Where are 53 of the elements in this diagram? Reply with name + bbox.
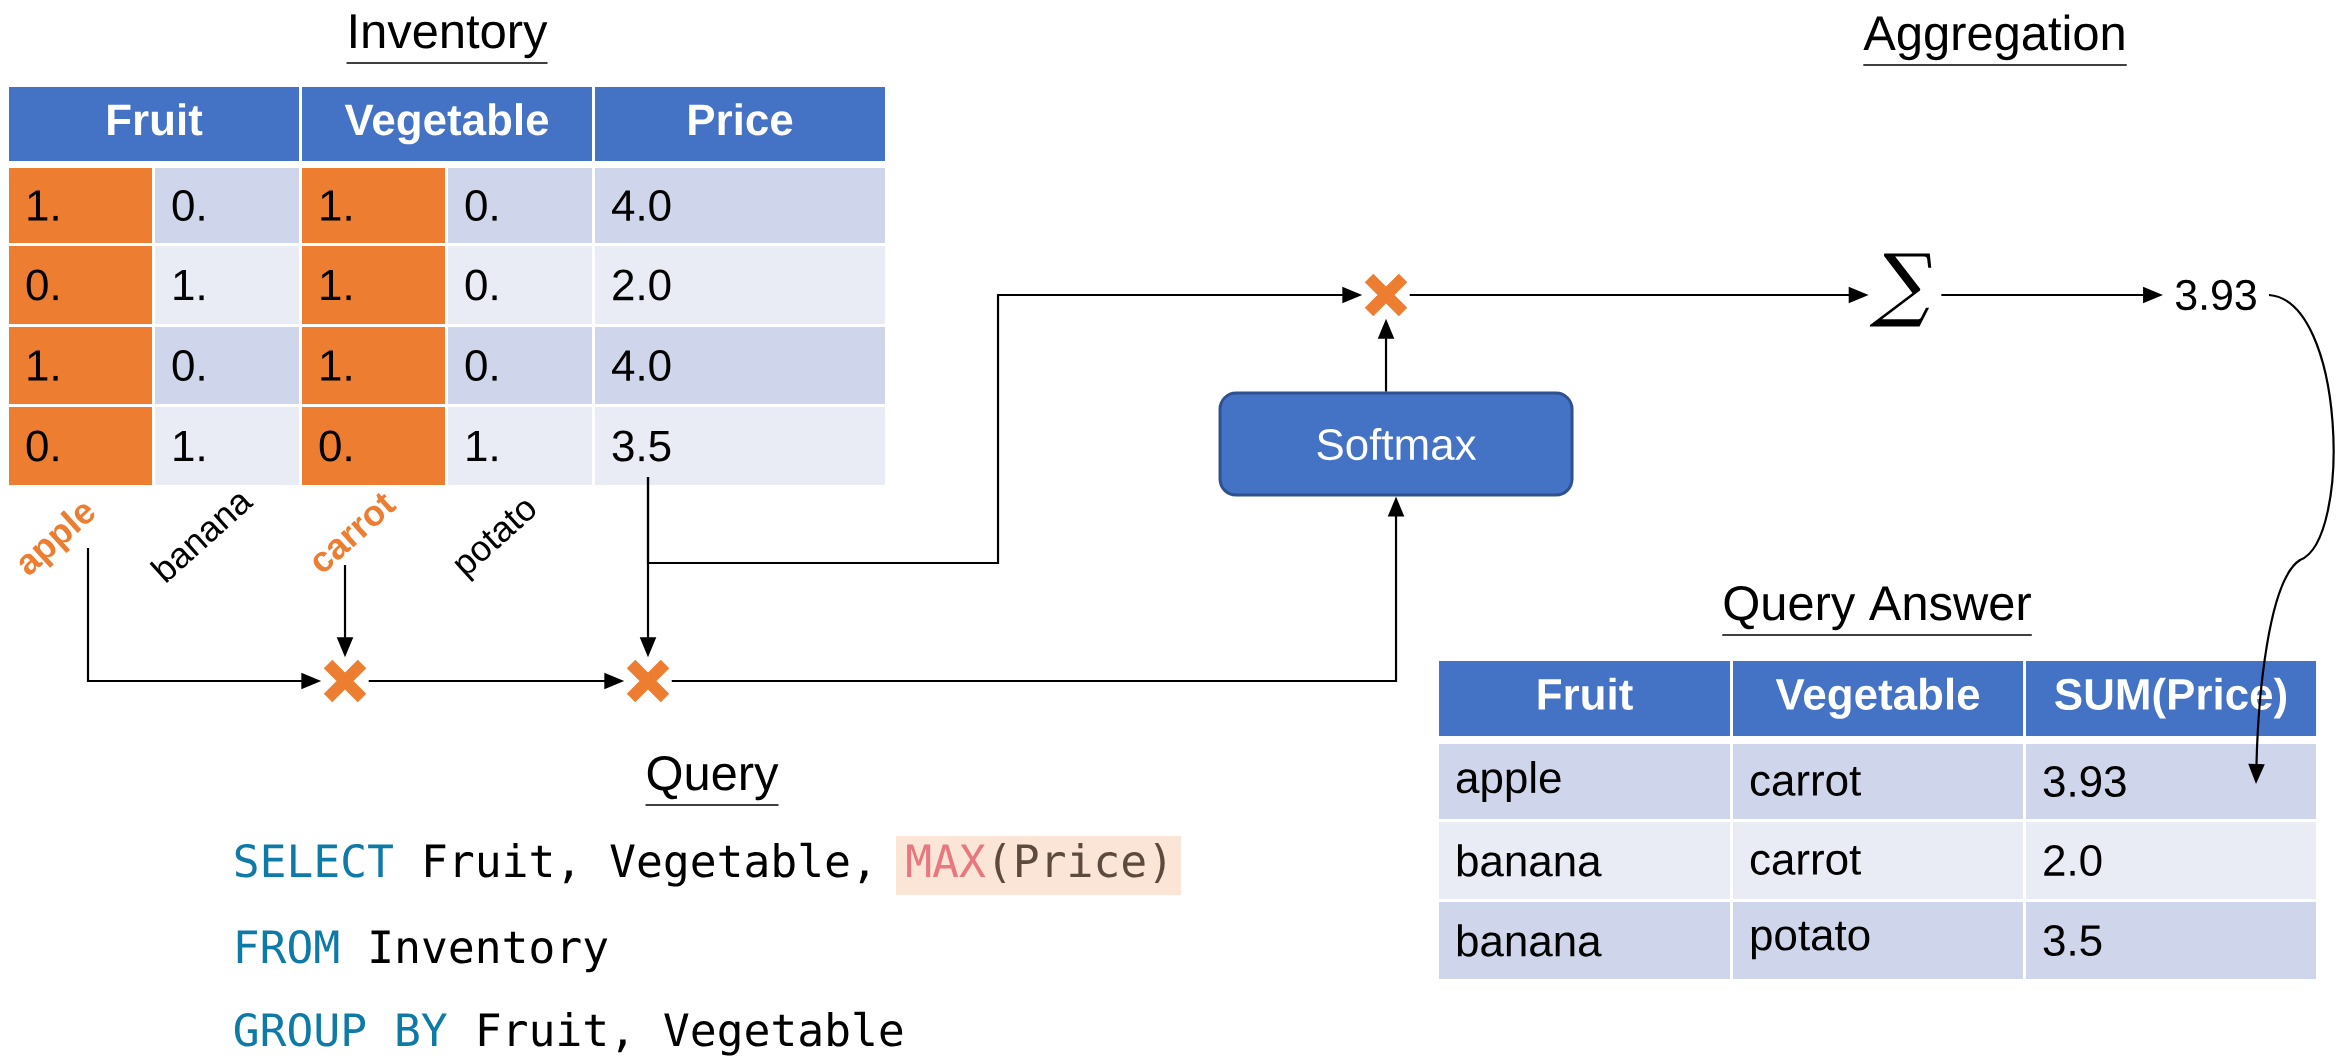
table-cell: 0. xyxy=(448,327,592,404)
node-label: Query Answer xyxy=(1724,585,2031,631)
table-cell: 0. xyxy=(302,407,445,485)
table-cell: banana xyxy=(1439,822,1731,899)
section-title: Query xyxy=(644,755,780,806)
table-cell: 1. xyxy=(302,327,445,404)
table-cell: 0. xyxy=(9,407,152,485)
table-cell: 1. xyxy=(9,327,152,404)
table-cell: 0. xyxy=(448,168,592,243)
multiply-icon xyxy=(322,658,368,704)
header-cell: Fruit xyxy=(1439,661,1731,736)
table-cell: 1. xyxy=(302,246,445,324)
table-cell: 1. xyxy=(155,246,299,324)
code-text: (Price) xyxy=(995,843,1165,883)
table-cell: 1. xyxy=(448,407,592,485)
table-cell: 2.0 xyxy=(595,246,885,324)
header-cell: Vegetable xyxy=(1733,661,2024,736)
node-label: Inventory xyxy=(351,14,548,59)
code-text: FROM xyxy=(237,929,339,964)
table-cell: 0. xyxy=(155,327,299,404)
table-cell: 4.0 xyxy=(595,327,885,404)
table-cell: carrot xyxy=(1733,744,2024,819)
section-title: Aggregation xyxy=(1862,14,2128,66)
header-cell: Fruit xyxy=(9,87,299,161)
header-cell: Vegetable xyxy=(302,87,592,161)
table-cell: potato xyxy=(1733,902,2024,979)
table-cell: 1. xyxy=(9,168,152,243)
code-text: GROUP BY xyxy=(234,1012,447,1047)
code-text: SELECT xyxy=(235,843,393,878)
table-cell: 0. xyxy=(448,246,592,324)
table-cell: 3.5 xyxy=(2026,902,2317,979)
header-cell: Price xyxy=(595,87,885,161)
multiply-icon xyxy=(625,658,671,704)
table-cell: 3.93 xyxy=(2026,744,2317,819)
table-cell: 1. xyxy=(302,168,445,243)
table-cell: 3.5 xyxy=(595,407,885,485)
code-text: Inventory xyxy=(371,930,608,973)
process-box: Softmax xyxy=(1218,391,1574,497)
sum-symbol: ∑ xyxy=(1869,253,1932,327)
data-table: Inventory Fruit Vegetable Price 1. 0. 1. 0. 4.0 0. 1. 1. 0. 2.0 1. 0. 1. 0. 4.0 0. 1. 0. 1. 3.5 xyxy=(9,14,886,486)
table-cell: apple xyxy=(1439,744,1731,819)
table-cell: 0. xyxy=(9,246,152,324)
table-cell: carrot xyxy=(1733,822,2024,899)
table-cell: banana xyxy=(1439,902,1731,979)
code-text: Fruit, Vegetable xyxy=(479,1011,903,1056)
result-value: 3.93 xyxy=(2175,279,2256,311)
code-text: MAX xyxy=(907,844,986,877)
table-cell: 1. xyxy=(155,407,299,485)
table-cell: 0. xyxy=(155,168,299,243)
table-cell: 4.0 xyxy=(595,168,885,243)
table-cell: 2.0 xyxy=(2026,822,2317,899)
code-text: Fruit, Vegetable, xyxy=(426,842,868,887)
multiply-icon xyxy=(1363,272,1410,318)
